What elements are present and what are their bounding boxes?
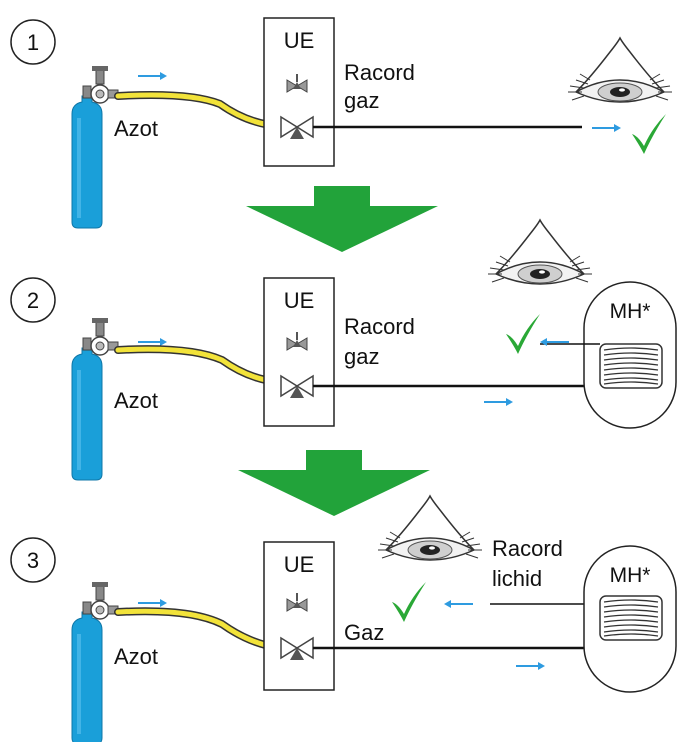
step-2: 2 Azot UE Racord gaz MH* <box>10 219 677 481</box>
step-1-unit-box <box>263 17 335 167</box>
nitrogen-cylinder-icon <box>71 317 119 481</box>
flow-arrow-icon <box>591 123 622 133</box>
supply-hose <box>115 346 283 385</box>
step-1-number: 1 <box>27 30 39 55</box>
flow-arrow-icon <box>443 599 474 609</box>
step-3-device-label: MH* <box>610 564 651 587</box>
flow-arrow-icon <box>483 397 514 407</box>
supply-hose <box>115 608 283 651</box>
flow-arrow-icon <box>539 337 570 347</box>
flow-arrow-icon <box>137 598 168 608</box>
coil-icon <box>599 595 663 641</box>
step-3-number-badge <box>10 537 56 583</box>
nitrogen-cylinder-icon <box>71 65 119 229</box>
step-3: 3 Azot UE Gaz Racord lichid MH* <box>10 495 677 742</box>
step-2-connection-label: Racord <box>344 314 415 339</box>
step-3-liquid-label-2: lichid <box>492 566 542 591</box>
step-3-source-label: Azot <box>114 644 158 669</box>
step-1: 1 Azot UE Racord gaz <box>10 17 673 229</box>
eye-icon <box>567 37 673 103</box>
step-3-unit-box <box>263 541 335 691</box>
check-icon <box>632 114 666 154</box>
step-1-connection-label: Racord <box>344 60 415 85</box>
arrow-down-icon <box>238 450 430 516</box>
step-2-device-label: MH* <box>610 300 651 323</box>
step-1-source-label: Azot <box>114 116 158 141</box>
step-2-connection-label-2: gaz <box>344 344 379 369</box>
eye-icon <box>487 219 593 285</box>
step-3-number: 3 <box>27 548 39 573</box>
check-icon <box>506 314 540 354</box>
step-2-number-badge <box>10 277 56 323</box>
step-3-unit-label: UE <box>284 552 315 577</box>
eye-icon <box>377 495 483 561</box>
step-3-connection-label: Gaz <box>344 620 384 645</box>
step-2-unit-box <box>263 277 335 427</box>
step-3-liquid-label: Racord <box>492 536 563 561</box>
flow-arrow-icon <box>137 71 168 81</box>
nitrogen-cylinder-icon <box>71 581 119 742</box>
supply-hose <box>115 92 283 129</box>
step-1-connection-label-2: gaz <box>344 88 379 113</box>
coil-icon <box>599 343 663 389</box>
flow-arrow-icon <box>515 661 546 671</box>
step-1-unit-label: UE <box>284 28 315 53</box>
check-icon <box>392 582 426 622</box>
step-1-number-badge <box>10 19 56 65</box>
step-2-unit-label: UE <box>284 288 315 313</box>
step-2-number: 2 <box>27 288 39 313</box>
arrow-down-icon <box>246 186 438 252</box>
flow-arrow-icon <box>137 337 168 347</box>
step-2-source-label: Azot <box>114 388 158 413</box>
